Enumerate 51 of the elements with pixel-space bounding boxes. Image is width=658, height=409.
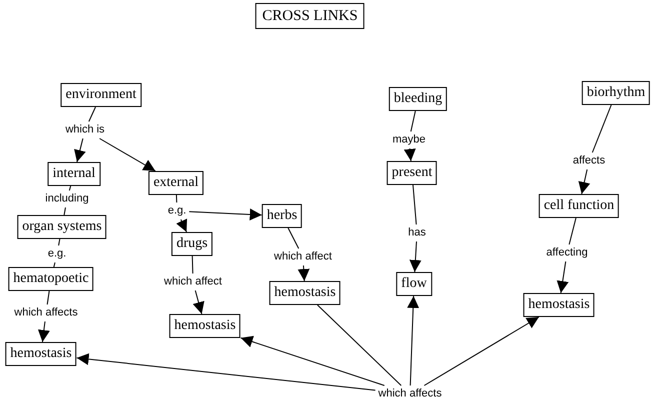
title-box: CROSS LINKS — [255, 3, 365, 29]
connector-line — [46, 290, 50, 305]
connector-line — [412, 184, 417, 225]
arrow — [409, 241, 422, 272]
arrow — [407, 296, 420, 386]
concept-box: present — [386, 161, 438, 185]
concept-box: organ systems — [17, 215, 107, 239]
concept-box: bleeding — [388, 87, 448, 111]
connector-line — [288, 228, 300, 249]
concept-box: cell function — [538, 194, 620, 218]
arrow — [76, 353, 376, 391]
connector-line — [568, 218, 576, 245]
arrow — [404, 148, 416, 162]
connector-line — [53, 262, 56, 268]
connector-line — [88, 106, 96, 122]
arrow — [192, 290, 204, 314]
concept-box: flow — [396, 272, 432, 296]
connector-line — [592, 104, 612, 153]
concept-box: drugs — [171, 232, 213, 256]
concept-box: hemostasis — [269, 281, 341, 305]
concept-box: herbs — [262, 204, 302, 228]
arrow — [99, 138, 156, 172]
linking-phrase: e.g. — [166, 204, 188, 218]
linking-phrase: e.g. — [46, 248, 68, 260]
connector-line — [316, 304, 402, 386]
concept-box: hemostasis — [523, 293, 595, 317]
connector-line — [68, 186, 72, 191]
arrow — [38, 321, 50, 342]
arrow — [74, 138, 86, 162]
linking-phrase: affecting — [545, 246, 589, 260]
connector-line — [176, 194, 178, 203]
arrow — [424, 316, 540, 386]
concept-box: hematopoetic — [8, 267, 94, 291]
concept-box: environment — [60, 83, 142, 107]
linking-phrase: maybe — [391, 134, 427, 146]
concept-box: external — [148, 171, 204, 195]
connector-line — [58, 238, 60, 246]
linking-phrase: including — [44, 192, 90, 206]
arrow — [556, 261, 569, 294]
concept-box: internal — [48, 162, 100, 186]
connector-line — [64, 207, 66, 216]
connector-line — [410, 110, 416, 132]
concept-box: hemostasis — [5, 342, 77, 366]
connector-line — [192, 256, 194, 274]
arrow — [176, 218, 188, 232]
arrow — [298, 265, 310, 282]
concept-box: hemostasis — [169, 314, 241, 338]
arrow — [188, 208, 262, 220]
arrow — [240, 336, 385, 386]
concept-box: biorhythm — [582, 81, 650, 105]
arrow — [578, 169, 590, 194]
